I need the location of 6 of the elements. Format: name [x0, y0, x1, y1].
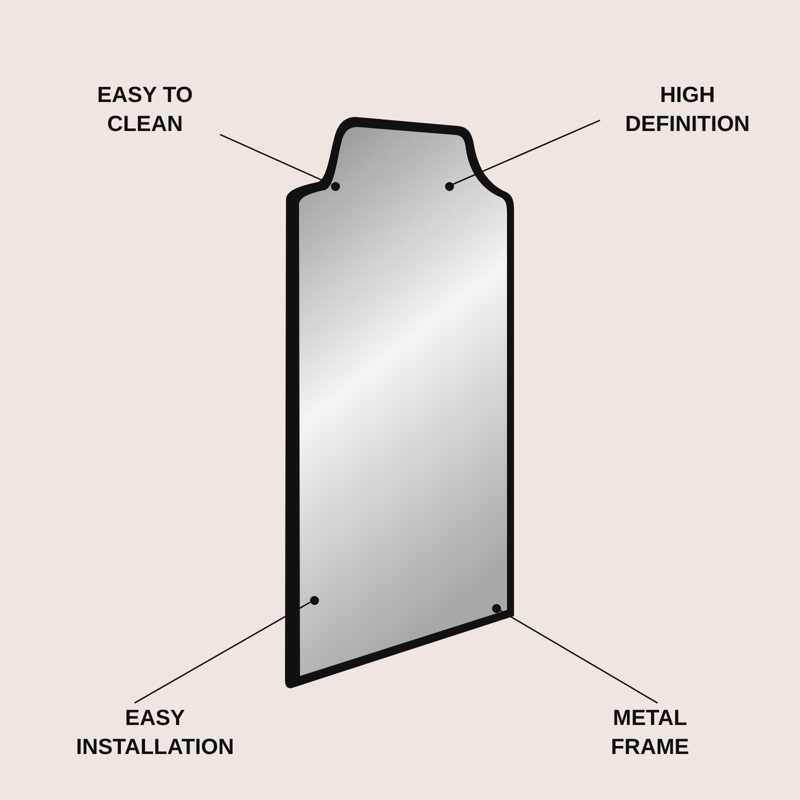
feature-label: EASY INSTALLATION: [74, 704, 236, 761]
feature-label: METAL FRAME: [610, 704, 690, 761]
leader-line: [452, 120, 600, 185]
leader-line: [500, 610, 658, 704]
feature-label: HIGH DEFINITION: [624, 81, 751, 138]
feature-label: EASY TO CLEAN: [96, 81, 194, 138]
